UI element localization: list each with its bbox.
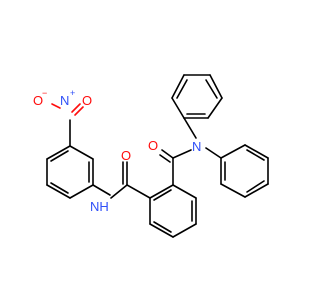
nitro-oxygen-label: O [82,93,92,108]
tertiary-nitrogen-label: N [192,139,201,154]
upper-phenyl-ring [171,74,223,139]
nitrophenyl-ring [46,145,94,199]
amide-carbonyl: O [121,148,151,199]
amide-nh-link: NH [90,184,128,214]
tertiary-amide-carbonyl: O N [148,138,201,186]
nitro-oxygen-minus-label: O [33,93,43,108]
amide-oxygen-label: O [121,148,131,163]
nitro-nitrogen-label: N [60,93,69,108]
central-benzene-ring [149,184,197,238]
structure-svg: O − N + O NH O O N [33,74,269,238]
right-phenyl-ring [205,144,269,198]
amide-nh-label: NH [90,199,109,214]
molecule-diagram: O − N + O NH O O N [33,74,269,238]
nitro-group: O − N + O [33,88,92,147]
nitro-nitrogen-charge: + [70,88,75,98]
nitro-oxygen-charge: − [42,88,47,98]
tertiary-oxygen-label: O [148,138,158,153]
